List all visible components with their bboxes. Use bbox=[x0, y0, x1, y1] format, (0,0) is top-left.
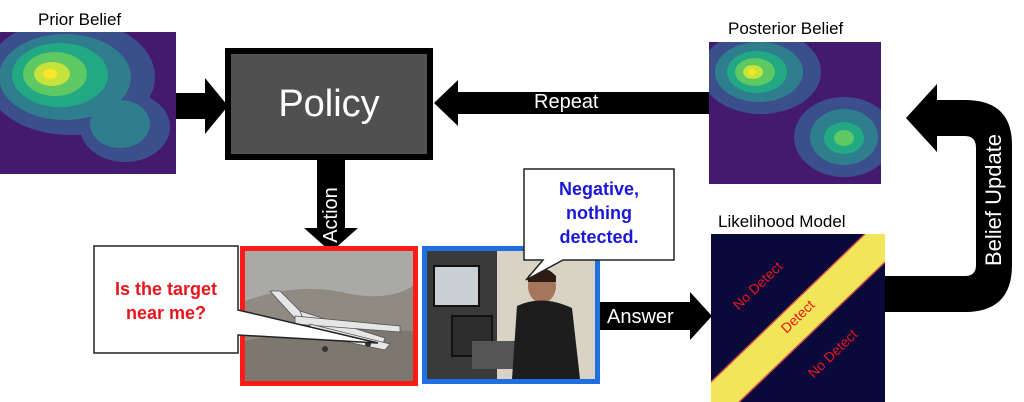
arrow-repeat bbox=[434, 80, 709, 126]
response-line-3: detected. bbox=[559, 227, 639, 247]
question-line-1: Is the target bbox=[114, 279, 218, 299]
repeat-label: Repeat bbox=[534, 91, 599, 113]
policy-box: Policy bbox=[225, 48, 433, 160]
action-label: Action bbox=[320, 187, 342, 243]
response-line-1: Negative, bbox=[558, 179, 640, 199]
operator-photo bbox=[422, 246, 600, 384]
answer-label: Answer bbox=[607, 306, 674, 328]
arrow-action bbox=[304, 160, 358, 252]
question-line-2: near me? bbox=[125, 303, 207, 323]
prior-belief-heatmap bbox=[0, 32, 176, 174]
question-bubble-text: Is the target near me? bbox=[95, 277, 237, 325]
arrow-belief-update bbox=[885, 84, 1012, 312]
belief-update-label: Belief Update bbox=[981, 133, 1006, 267]
response-bubble-text: Negative, nothing detected. bbox=[524, 177, 674, 249]
prior-belief-title: Prior Belief bbox=[38, 10, 122, 29]
posterior-belief-title: Posterior Belief bbox=[728, 19, 844, 38]
policy-label: Policy bbox=[278, 82, 380, 125]
arrow-answer bbox=[598, 292, 712, 340]
question-bubble-shape bbox=[93, 245, 379, 354]
arrow-prior-to-policy bbox=[176, 78, 228, 134]
posterior-belief-heatmap bbox=[709, 42, 881, 184]
likelihood-title: Likelihood Model bbox=[718, 212, 846, 231]
response-bubble-shape bbox=[523, 168, 675, 281]
response-line-2: nothing bbox=[566, 203, 632, 223]
likelihood-model: No Detect Detect No Detect bbox=[711, 234, 885, 402]
